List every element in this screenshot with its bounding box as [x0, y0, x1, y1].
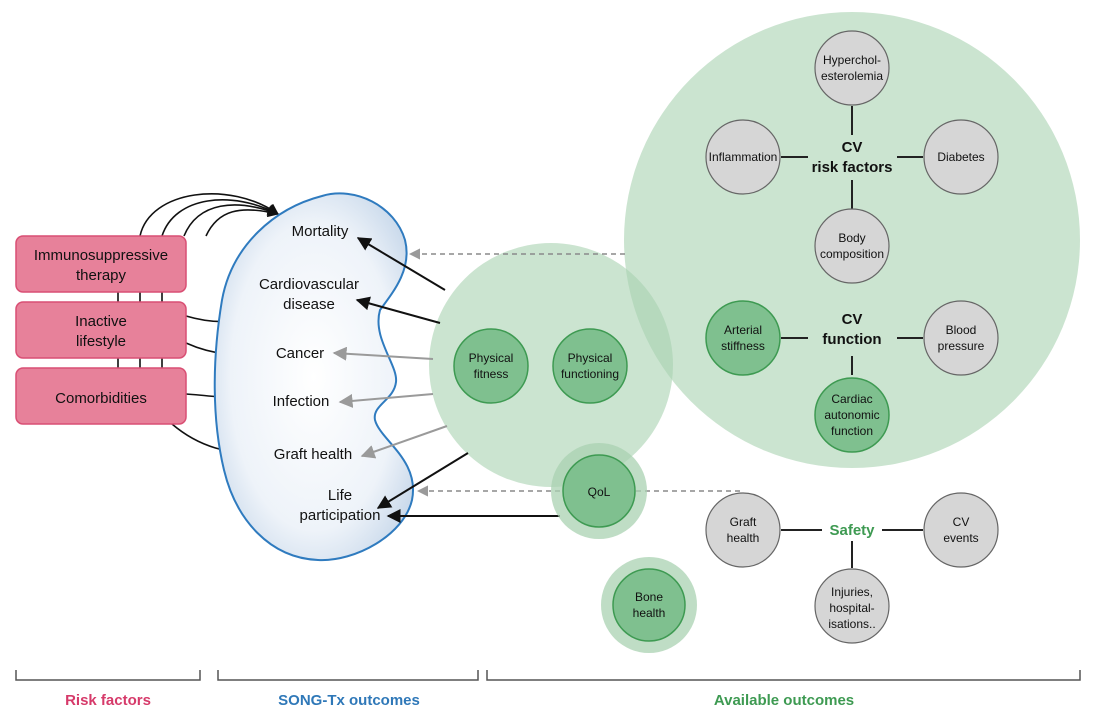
physical-big-circle: [429, 243, 673, 487]
inflammation-node: Inflammation: [705, 119, 781, 195]
safety-connectors: [781, 529, 923, 568]
section-song-tx: SONG-Tx outcomes: [278, 692, 420, 709]
box-comorbidities: Comorbidities: [15, 367, 187, 425]
section-risk-factors: Risk factors: [65, 692, 151, 709]
section-brackets: [15, 670, 1081, 681]
mortality-label: Mortality: [292, 223, 349, 240]
comorbidities-label: Comorbidities: [55, 390, 147, 407]
outcome-arrows: [332, 237, 560, 523]
hypercholesterolemia-node: Hyperchol-esterolemia: [814, 30, 890, 106]
svg-text:QoL: QoL: [588, 485, 611, 499]
injuries-node: Injuries,hospital-isations..: [814, 568, 890, 644]
qol-node: QoL: [551, 443, 647, 539]
cv-function-connectors: [781, 337, 923, 375]
svg-text:Injuries,hospital-isations..: Injuries,hospital-isations..: [828, 585, 875, 631]
svg-text:Diabetes: Diabetes: [937, 150, 984, 164]
section-available: Available outcomes: [714, 692, 854, 709]
svg-text:Inflammation: Inflammation: [709, 150, 778, 164]
svg-text:Hyperchol-esterolemia: Hyperchol-esterolemia: [821, 53, 883, 83]
kidney-shape: [213, 192, 415, 562]
cv-risk-connectors: [781, 106, 923, 210]
diabetes-node: Diabetes: [923, 119, 999, 195]
infection-label: Infection: [273, 393, 330, 410]
cancer-label: Cancer: [276, 345, 324, 362]
safety-title: Safety: [829, 522, 875, 539]
graft-health-label: Graft health: [274, 446, 352, 463]
